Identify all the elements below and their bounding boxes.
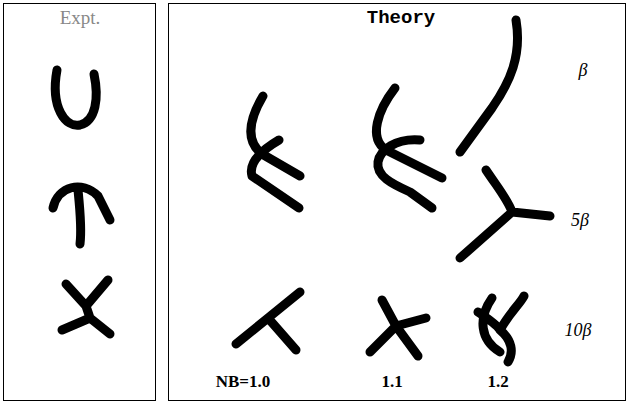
expt-shape	[62, 280, 110, 334]
theory-shape	[460, 170, 550, 258]
parameter-label: NB=1.0	[216, 372, 271, 392]
theory-shape	[478, 296, 524, 362]
time-label: 5β	[571, 210, 589, 231]
theory-shape	[236, 292, 300, 350]
expt-shape	[53, 187, 110, 244]
panel-title: Expt.	[60, 7, 101, 29]
time-label: 10β	[565, 320, 592, 341]
time-label: β	[579, 60, 588, 81]
figure-panel: Theory	[168, 3, 626, 401]
parameter-label: 1.2	[487, 372, 508, 392]
theory-shape	[376, 88, 442, 178]
panel-title: Theory	[367, 7, 435, 29]
theory-shape	[460, 20, 518, 152]
theory-shape	[251, 96, 300, 176]
theory-shape	[251, 140, 299, 208]
figure-panel: Expt.	[3, 3, 156, 401]
parameter-label: 1.1	[381, 372, 402, 392]
theory-shape	[370, 300, 426, 356]
theory-shape	[378, 140, 432, 208]
expt-shape	[55, 70, 96, 125]
